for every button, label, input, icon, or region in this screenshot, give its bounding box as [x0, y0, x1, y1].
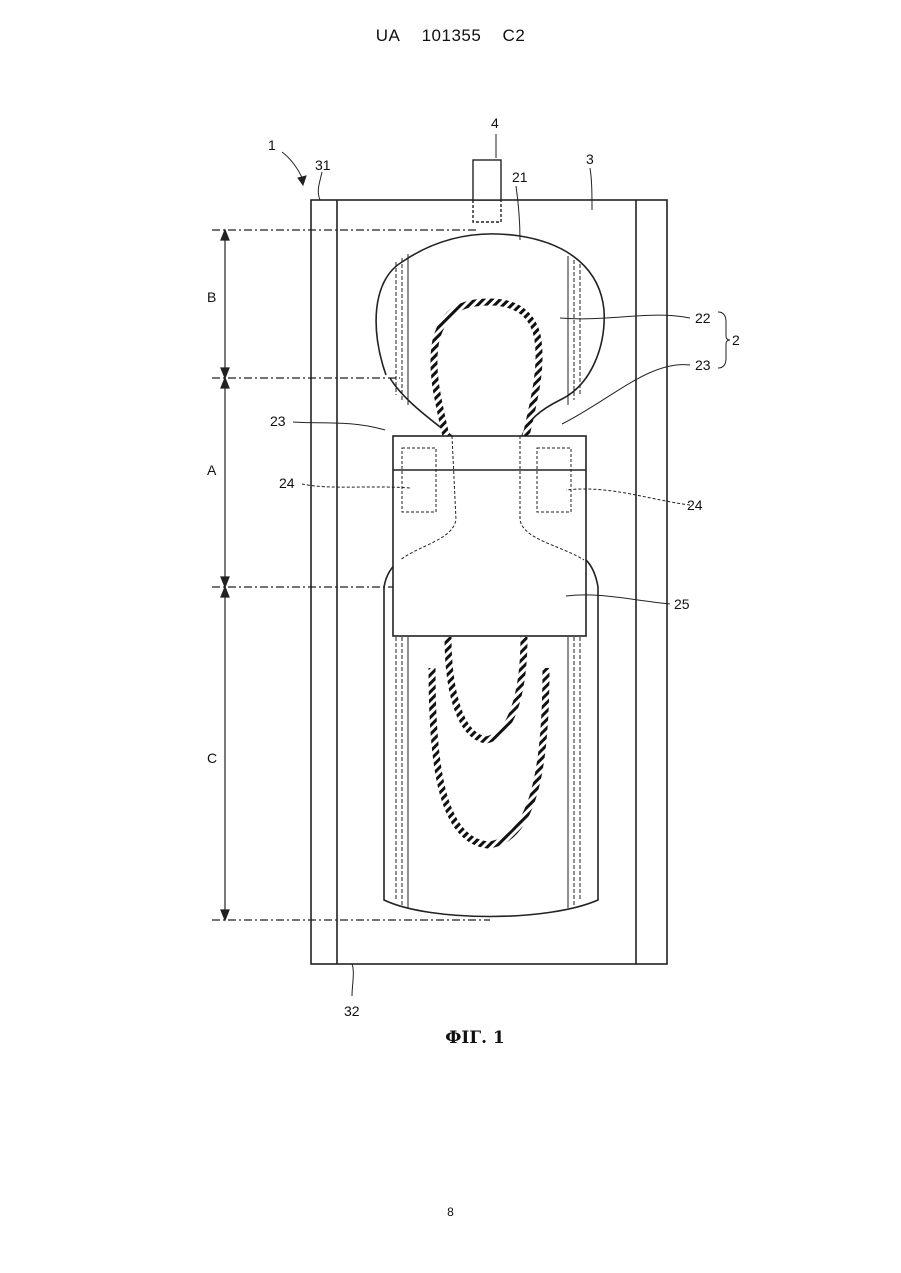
label-4: 4	[491, 115, 499, 131]
label-31: 31	[315, 157, 331, 173]
label-24-left: 24	[279, 475, 295, 491]
label-3: 3	[586, 151, 594, 167]
label-25: 25	[674, 596, 690, 612]
label-23-left: 23	[270, 413, 286, 429]
label-zone-b: B	[207, 289, 216, 305]
tab	[473, 160, 501, 222]
individual-wrapper	[393, 436, 586, 636]
label-zone-c: C	[207, 750, 217, 766]
label-24-right: 24	[687, 497, 703, 513]
label-21: 21	[512, 169, 528, 185]
figure-caption: ФІГ. 1	[445, 1028, 504, 1048]
page-number: 8	[0, 1205, 901, 1219]
label-22: 22	[695, 310, 711, 326]
label-2: 2	[732, 332, 740, 348]
label-zone-a: A	[207, 462, 217, 478]
label-32: 32	[344, 1003, 360, 1019]
label-23-right: 23	[695, 357, 711, 373]
label-1: 1	[268, 137, 276, 153]
